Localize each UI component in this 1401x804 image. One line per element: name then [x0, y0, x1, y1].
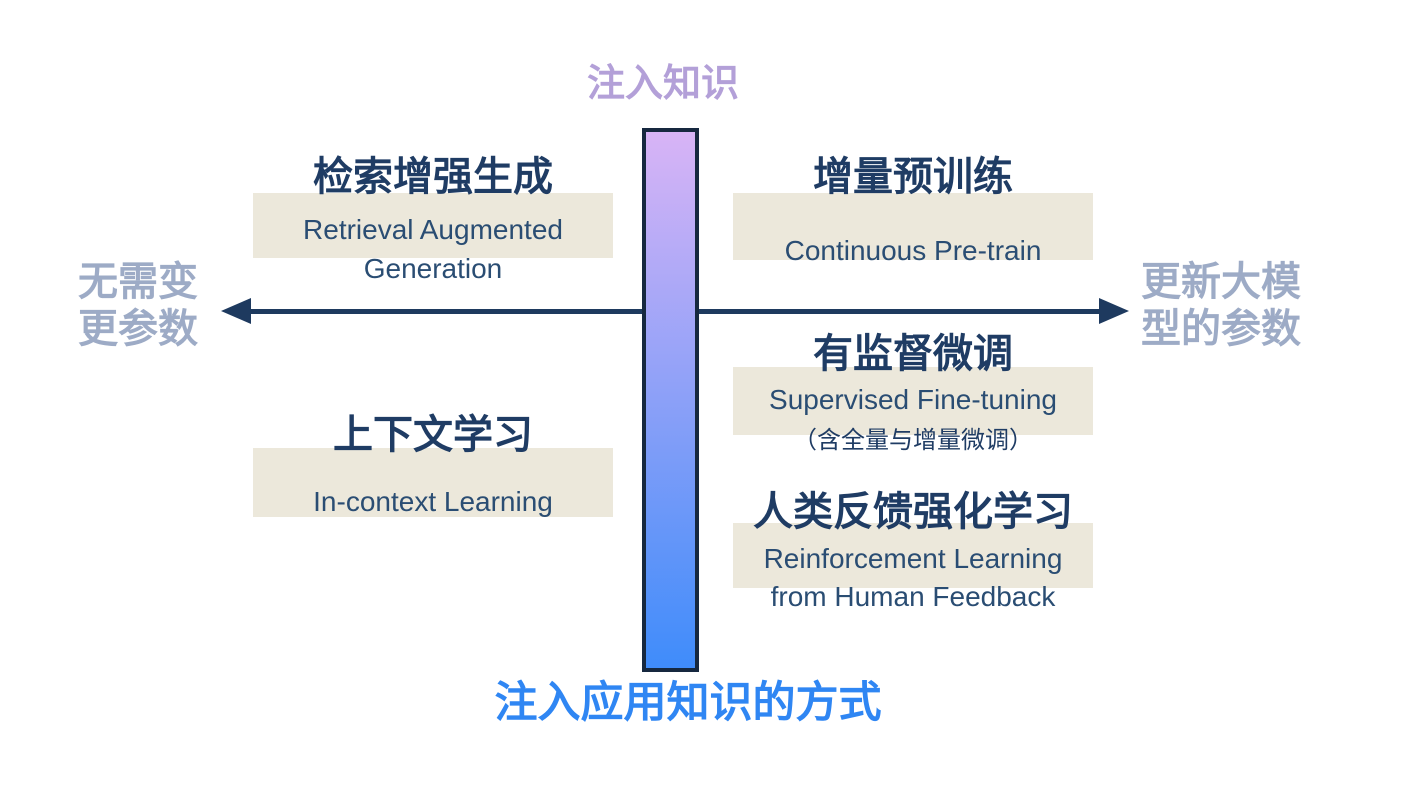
axis-label-bottom: 注入应用知识的方式 — [494, 679, 882, 727]
axis-label-left-line1: 无需变 — [78, 260, 198, 304]
icl-highlight-box — [253, 448, 613, 517]
rlhf-highlight-box — [733, 523, 1093, 588]
axis-label-right: 更新大模 型的参数 — [1141, 259, 1401, 353]
axis-label-right-line1: 更新大模 — [1141, 260, 1301, 304]
rlhf-title: 人类反馈强化学习 — [753, 490, 1073, 534]
axis-label-left: 无需变 更参数 — [58, 259, 218, 353]
cpt-subtitle: Continuous Pre-train — [784, 235, 1042, 266]
cpt-title: 增量预训练 — [813, 155, 1013, 199]
rag-title: 检索增强生成 — [313, 155, 553, 199]
axis-label-left-line2: 更参数 — [78, 307, 198, 352]
rlhf-subtitle-line1: Reinforcement Learning — [763, 543, 1063, 574]
rag-subtitle-line1: Retrieval Augmented — [303, 214, 563, 245]
icl-title: 上下文学习 — [333, 413, 533, 457]
rag-subtitle: Retrieval Augmented Generation — [253, 210, 613, 288]
rag-highlight-box — [253, 193, 613, 258]
axis-arrowhead-right-icon — [1099, 298, 1129, 324]
vertical-gradient-bar — [642, 128, 699, 672]
axis-arrowhead-left-icon — [221, 298, 251, 324]
sft-subtitle: Supervised Fine-tuning — [769, 384, 1057, 415]
icl-subtitle: In-context Learning — [313, 486, 553, 517]
sft-note: （含全量与增量微调） — [793, 427, 1033, 454]
cpt-highlight-box — [733, 193, 1093, 260]
axis-label-right-line2: 型的参数 — [1141, 307, 1301, 352]
sft-highlight-box — [733, 367, 1093, 435]
rlhf-subtitle: Reinforcement Learning from Human Feedba… — [733, 540, 1093, 616]
rag-subtitle-line2: Generation — [363, 253, 503, 285]
sft-title: 有监督微调 — [813, 332, 1013, 376]
axis-label-top: 注入知识 — [586, 63, 739, 105]
rlhf-subtitle-line2: from Human Feedback — [770, 580, 1056, 612]
